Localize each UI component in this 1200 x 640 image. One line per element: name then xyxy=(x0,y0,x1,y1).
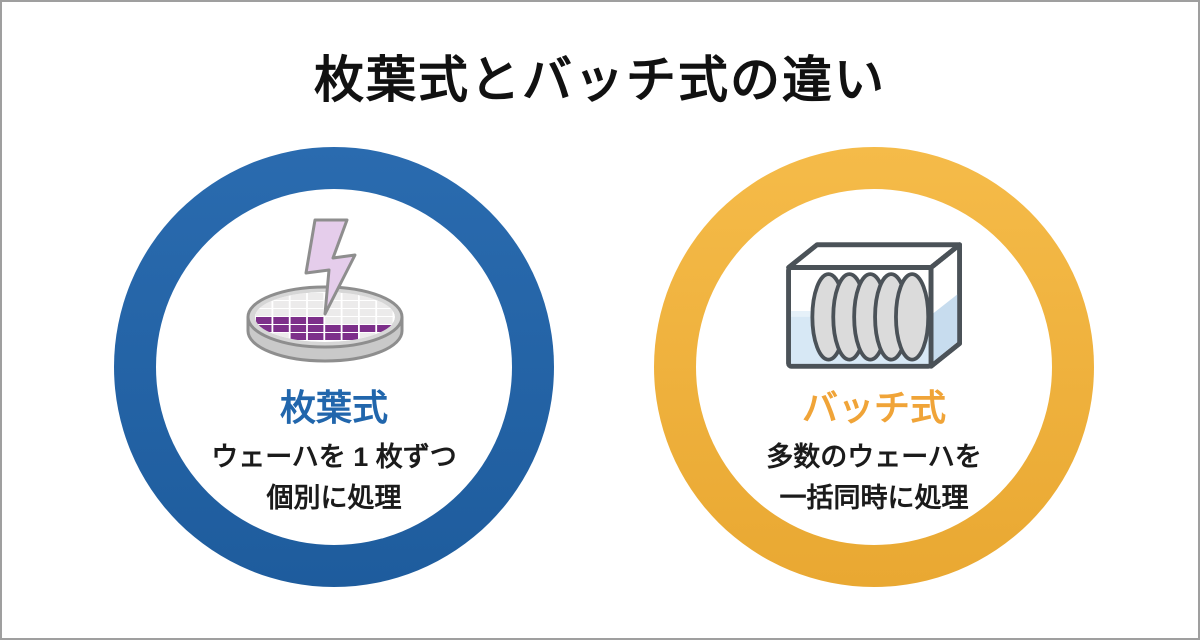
tank-right-outline xyxy=(928,242,962,369)
single-wafer-desc-line2: 個別に処理 xyxy=(266,483,402,513)
batch-circle: バッチ式 多数のウェーハを 一括同時に処理 xyxy=(654,147,1094,587)
batch-label: バッチ式 xyxy=(801,387,946,428)
batch-desc-line1: 多数のウェーハを xyxy=(766,442,982,472)
batch-text-block: バッチ式 多数のウェーハを 一括同時に処理 xyxy=(654,390,1094,526)
wafer-lightning-icon xyxy=(246,218,404,363)
tank-liquid-side xyxy=(931,294,958,364)
wafer-bath-icon xyxy=(786,242,962,369)
single-wafer-text-block: 枚葉式 ウェーハを 1 枚ずつ 個別に処理 xyxy=(114,390,554,526)
single-wafer-circle: 枚葉式 ウェーハを 1 枚ずつ 個別に処理 xyxy=(114,147,554,587)
batch-desc-line2: 一括同時に処理 xyxy=(779,483,969,513)
single-wafer-desc-line1: ウェーハを 1 枚ずつ xyxy=(211,442,457,472)
page-title: 枚葉式とバッチ式の違い xyxy=(314,52,886,108)
bath-wafer xyxy=(894,272,931,362)
single-wafer-label: 枚葉式 xyxy=(279,387,388,428)
lightning-bolt-icon xyxy=(304,218,357,316)
